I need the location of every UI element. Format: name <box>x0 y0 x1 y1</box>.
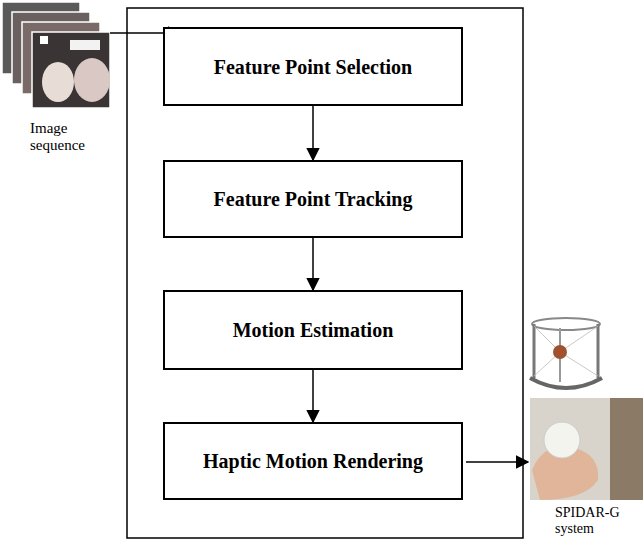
process-box: Feature Point Selection <box>163 27 463 106</box>
box-label: Feature Point Selection <box>214 55 412 79</box>
process-box: Haptic Motion Rendering <box>163 422 463 500</box>
hand-photo <box>530 398 643 500</box>
caption-label: SPIDAR-G system <box>555 505 639 537</box>
flow-arrow <box>312 106 314 160</box>
process-box: Motion Estimation <box>163 290 463 370</box>
box-label: Feature Point Tracking <box>214 187 413 211</box>
output-arrow <box>466 461 528 463</box>
box-label: Haptic Motion Rendering <box>203 449 423 473</box>
outer-frame <box>127 8 523 538</box>
box-label: Motion Estimation <box>233 318 394 342</box>
flow-arrow <box>312 370 314 422</box>
spidar-device <box>530 318 602 388</box>
caption-label: Image sequence <box>30 120 110 155</box>
image-stack <box>2 2 110 108</box>
flow-arrow <box>312 238 314 290</box>
process-box: Feature Point Tracking <box>163 160 463 238</box>
